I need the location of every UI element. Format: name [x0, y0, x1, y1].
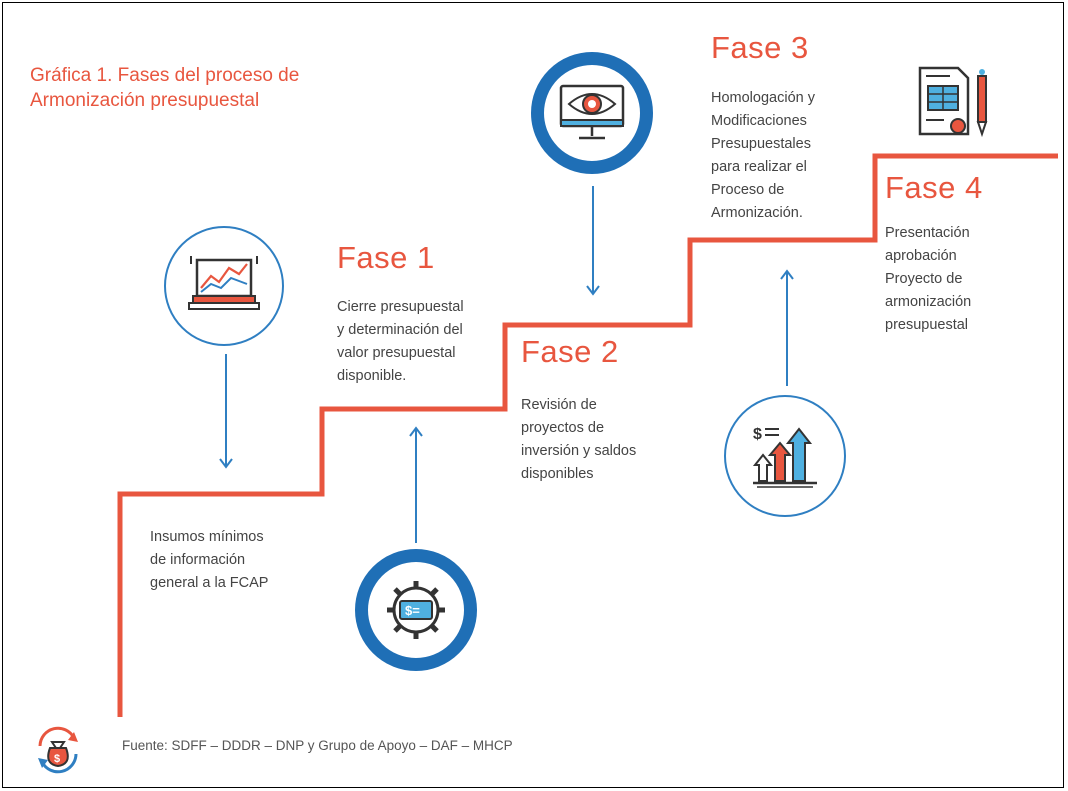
- document-pen-icon-wrap: [914, 64, 994, 140]
- money-bag-cycle-icon-wrap: $: [32, 724, 84, 776]
- fase3-title: Fase 3: [711, 30, 809, 65]
- svg-text:$=: $=: [405, 603, 420, 618]
- inputs-text: Insumos mínimos de información general a…: [150, 529, 269, 591]
- gear-money-circle: $=: [355, 549, 477, 671]
- bar-chart-growth-icon: $: [752, 426, 817, 488]
- fase1-text: Cierre presupuestal y determinación del …: [337, 299, 464, 384]
- figure-title: Gráfica 1. Fases del proceso de Armoniza…: [30, 65, 300, 111]
- laptop-chart-icon: [188, 256, 260, 310]
- fase4-text: Presentación aprobación Proyecto de armo…: [885, 225, 972, 333]
- svg-text:$: $: [753, 426, 762, 443]
- document-pen-icon: [918, 66, 988, 138]
- arrows: [219, 186, 794, 543]
- source-note: Fuente: SDFF – DDDR – DNP y Grupo de Apo…: [122, 738, 513, 753]
- svg-text:$: $: [54, 753, 60, 765]
- fase3-text: Homologación y Modificaciones Presupuest…: [711, 90, 815, 221]
- eye-monitor-circle: [531, 52, 653, 174]
- fase2-text: Revisión de proyectos de inversión y sal…: [521, 397, 637, 482]
- eye-monitor-icon: [559, 84, 625, 140]
- fase2-title: Fase 2: [521, 334, 619, 369]
- gear-money-icon: $=: [387, 581, 445, 639]
- bar-chart-circle: $: [724, 395, 846, 517]
- fase4-title: Fase 4: [885, 170, 983, 205]
- laptop-chart-circle: [164, 226, 284, 346]
- fase1-title: Fase 1: [337, 240, 435, 275]
- money-bag-cycle-icon: $: [38, 726, 78, 774]
